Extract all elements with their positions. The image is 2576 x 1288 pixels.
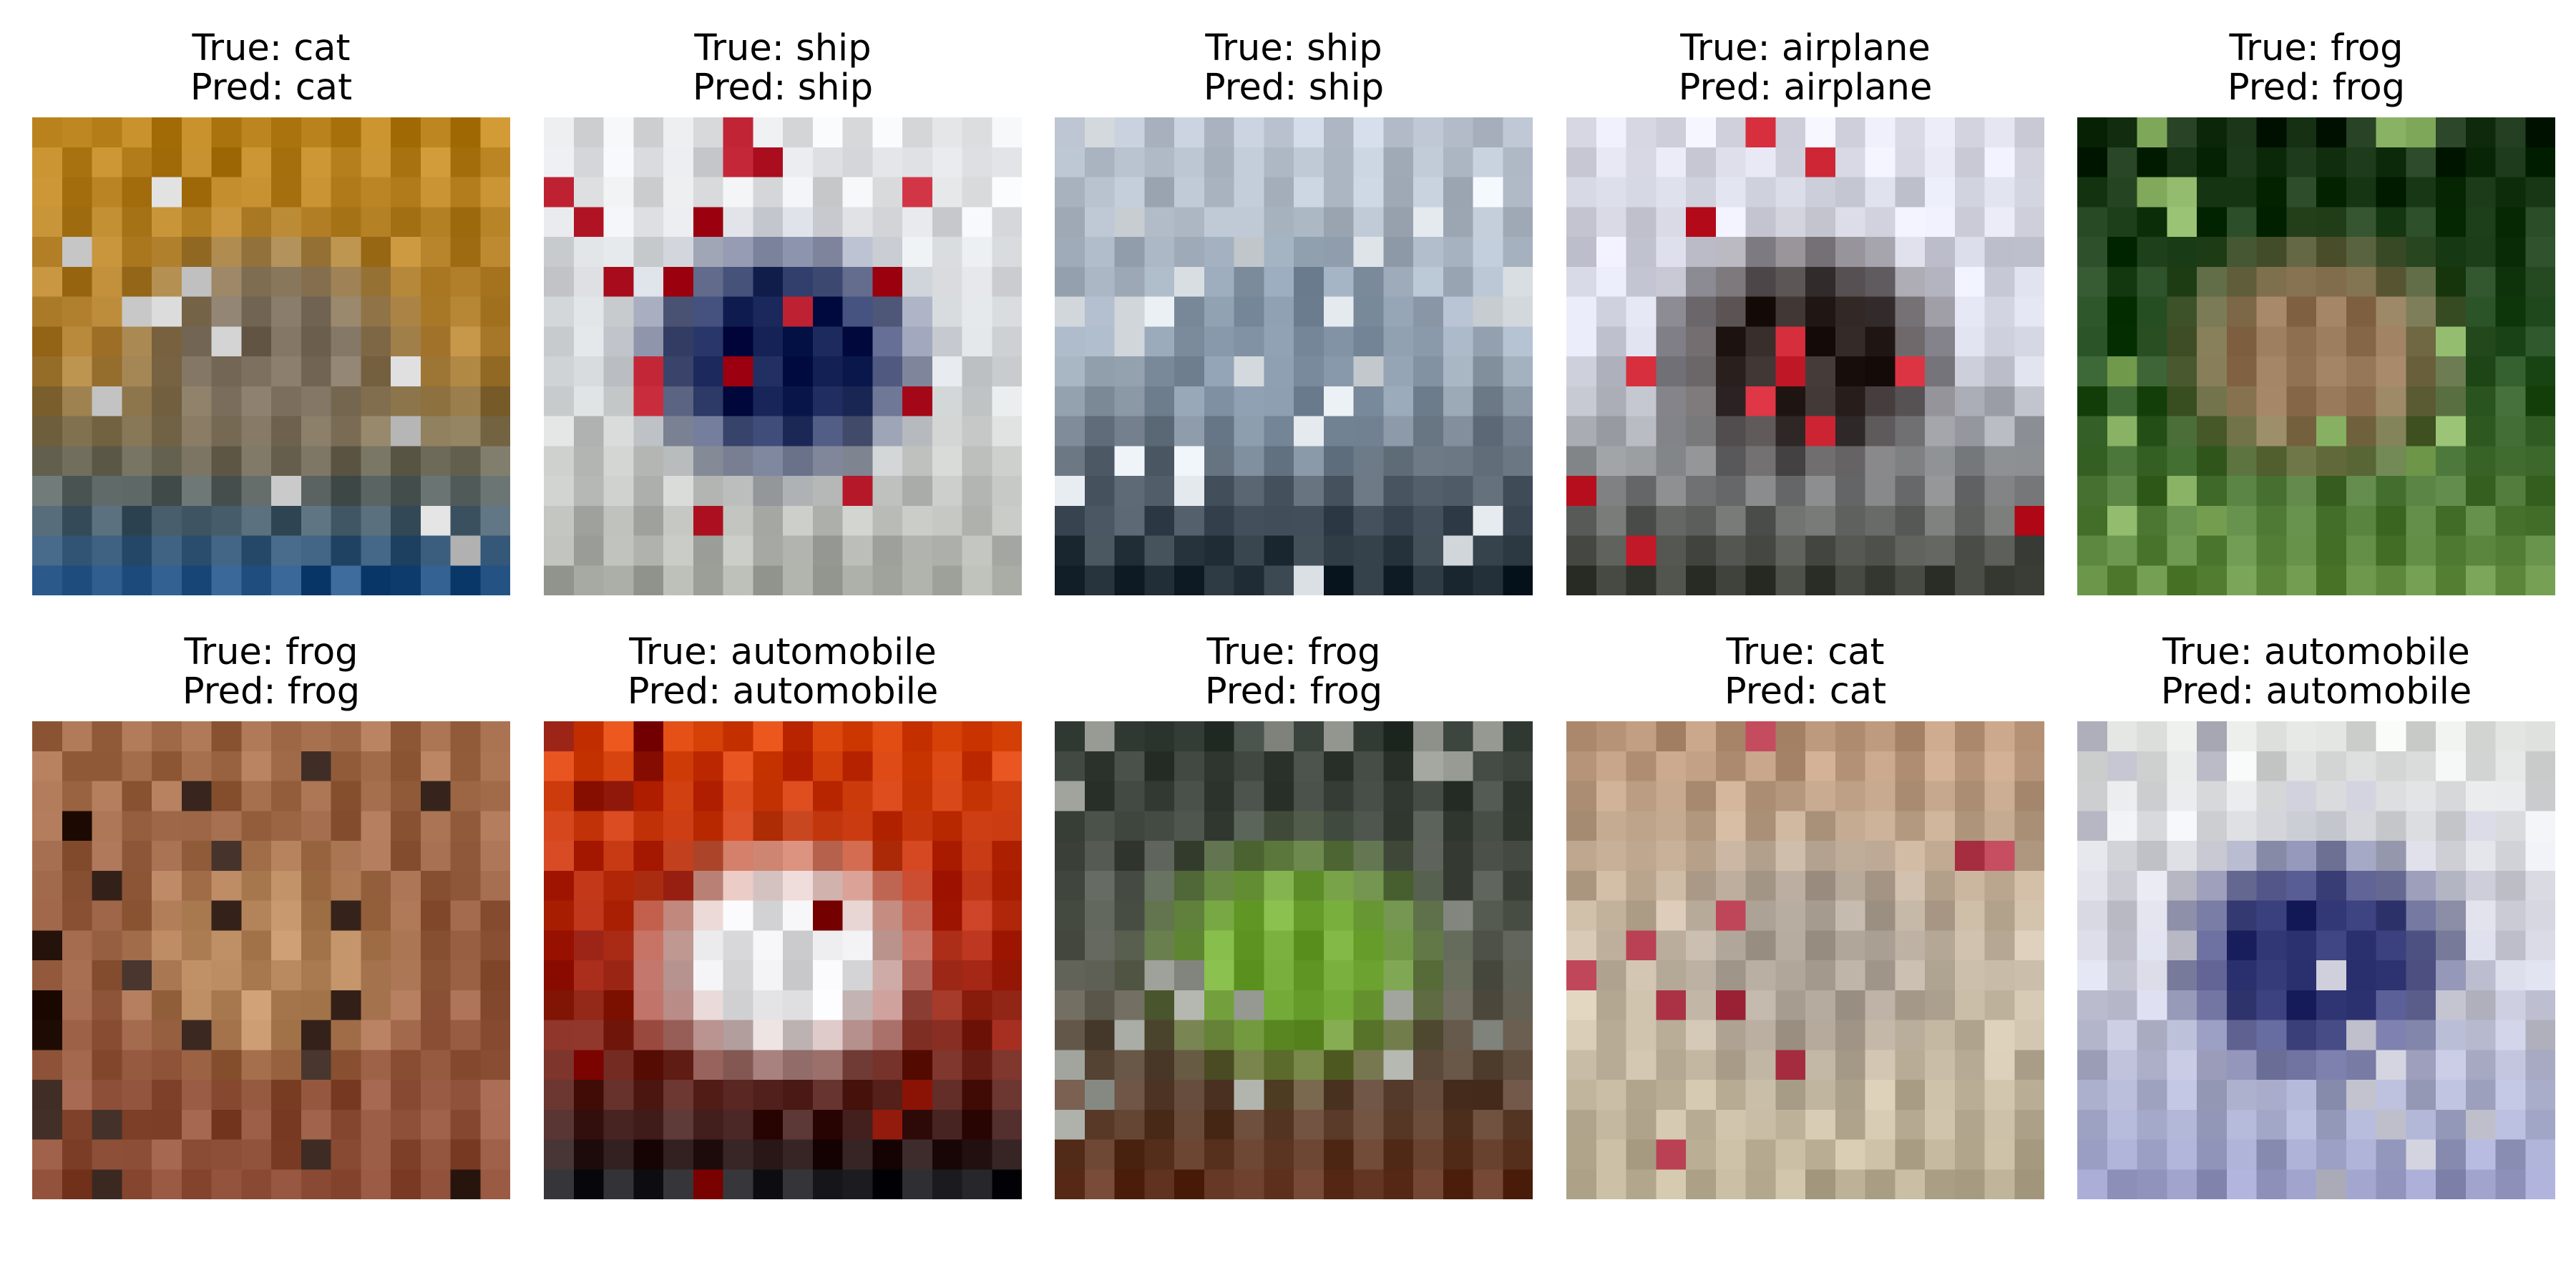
- pred-label: Pred: ship: [692, 67, 874, 109]
- true-label: True: frog: [1206, 631, 1381, 673]
- sample-image-brown-frog-closeup: [32, 721, 510, 1199]
- true-label: True: automobile: [629, 631, 937, 673]
- true-label: True: airplane: [1680, 27, 1931, 69]
- sample-image-cat-on-blue-cloth: [32, 117, 510, 595]
- sample-image-green-frog: [1055, 721, 1533, 1199]
- sample-image-white-ship-harbor: [1055, 117, 1533, 595]
- sample-image-concorde-poster: [1566, 117, 2044, 595]
- true-label: True: ship: [1205, 27, 1382, 69]
- pred-label: Pred: frog: [182, 670, 361, 713]
- pred-label: Pred: cat: [1724, 670, 1887, 713]
- true-label: True: automobile: [2162, 631, 2470, 673]
- true-label: True: cat: [192, 27, 351, 69]
- pred-label: Pred: airplane: [1678, 67, 1933, 109]
- pred-label: Pred: cat: [190, 67, 353, 109]
- sample-image-blue-suv: [2077, 721, 2555, 1199]
- sample-image-brown-frog-in-grass: [2077, 117, 2555, 595]
- pred-label: Pred: ship: [1203, 67, 1385, 109]
- true-label: True: frog: [2229, 27, 2404, 69]
- true-label: True: frog: [184, 631, 358, 673]
- pred-label: Pred: automobile: [627, 670, 939, 713]
- pred-label: Pred: automobile: [2160, 670, 2472, 713]
- pred-label: Pred: frog: [2227, 67, 2406, 109]
- true-label: True: ship: [694, 27, 872, 69]
- true-label: True: cat: [1726, 631, 1885, 673]
- sample-image-white-car-red-background: [544, 721, 1022, 1199]
- sample-image-pale-cat: [1566, 721, 2044, 1199]
- pred-label: Pred: frog: [1204, 670, 1383, 713]
- sample-image-blue-white-ship: [544, 117, 1022, 595]
